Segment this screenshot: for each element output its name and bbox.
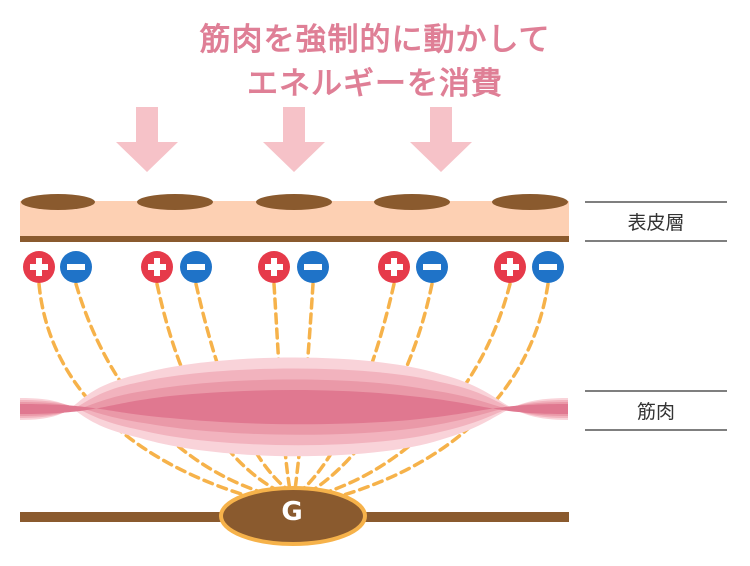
electrode-pair (23, 251, 92, 283)
pressure-arrows (116, 107, 472, 172)
skin-pads (21, 194, 568, 210)
down-arrow-icon (263, 107, 325, 172)
muscle-label: 筋肉 (636, 401, 675, 423)
headline-line-2: エネルギーを消費 (247, 66, 503, 102)
electrodes (23, 251, 564, 283)
skin-pad (21, 194, 95, 210)
ground-electrode (219, 486, 367, 546)
skin-pad (492, 194, 568, 210)
electrode-pair (141, 251, 212, 283)
muscle (20, 357, 568, 457)
label-lines (585, 201, 727, 431)
electrode-pair (258, 251, 329, 283)
epidermis-bottom-line (20, 236, 569, 242)
down-arrow-icon (410, 107, 472, 172)
electrode-pair (494, 251, 564, 283)
skin-pad (256, 194, 332, 210)
electrode-pair (378, 251, 448, 283)
down-arrow-icon (116, 107, 178, 172)
headline-line-1: 筋肉を強制的に動かして (199, 22, 551, 58)
skin-pad (374, 194, 450, 210)
epidermis-label: 表皮層 (627, 212, 685, 234)
skin-pad (137, 194, 213, 210)
ground-label: G (281, 497, 303, 527)
current-lines (37, 282, 550, 502)
